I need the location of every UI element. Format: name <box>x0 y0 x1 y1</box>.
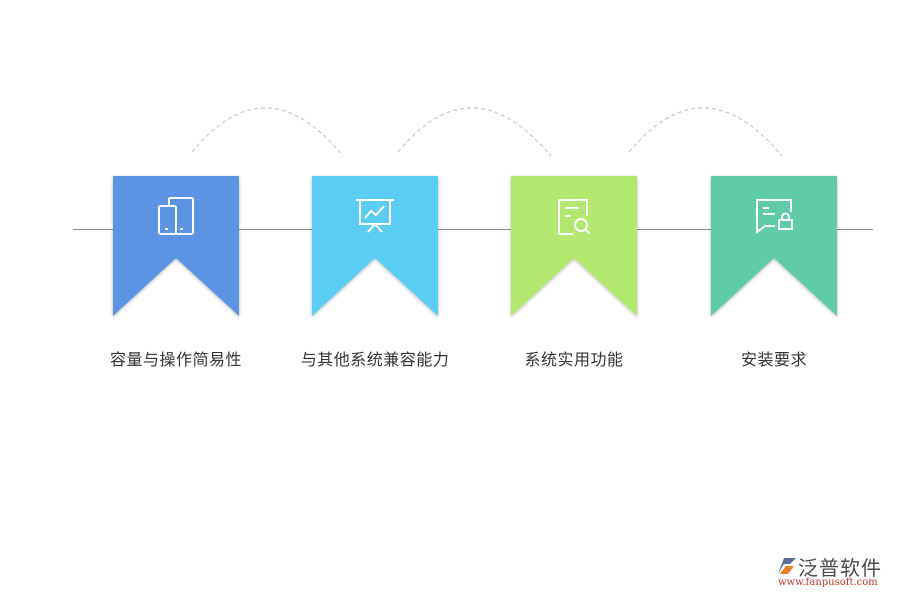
presentation-chart-icon <box>356 199 394 233</box>
banner-shape <box>511 176 637 316</box>
logo-url: www.fanpusoft.com <box>778 577 878 588</box>
banner-practical-functions <box>511 176 637 316</box>
logo-mark-icon <box>778 558 796 574</box>
banner-shape <box>113 176 239 316</box>
item-label: 与其他系统兼容能力 <box>300 350 450 369</box>
banner-shape <box>312 176 438 316</box>
logo-name: 泛普软件 <box>798 556 882 580</box>
item-label: 系统实用功能 <box>524 350 624 369</box>
banner-installation <box>711 176 837 316</box>
document-search-icon <box>558 199 591 235</box>
brand-logo: 泛普软件 www.fanpusoft.com <box>770 552 895 597</box>
banner-compatibility <box>312 176 438 316</box>
message-lock-icon <box>756 199 793 234</box>
item-label: 安装要求 <box>740 350 807 369</box>
banner-capacity <box>113 176 239 316</box>
tablet-devices-icon <box>158 197 194 235</box>
item-label: 容量与操作简易性 <box>109 350 242 369</box>
banner-shape <box>711 176 837 316</box>
timeline-line <box>73 229 873 230</box>
